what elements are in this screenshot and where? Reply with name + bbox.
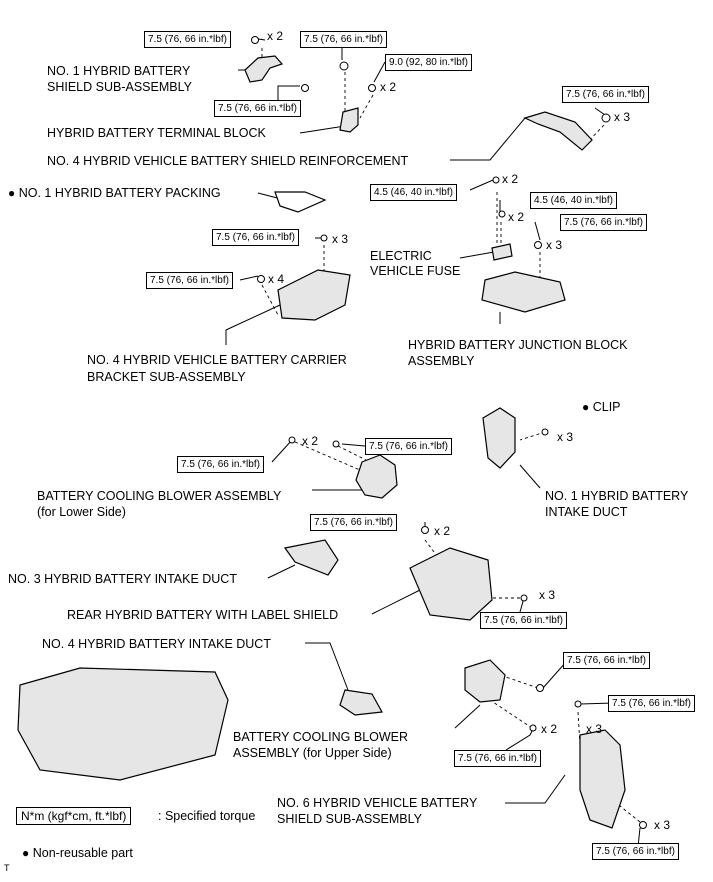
label-reinforcement: NO. 4 HYBRID VEHICLE BATTERY SHIELD REIN…: [47, 154, 409, 168]
reinforcement-part: [523, 111, 593, 151]
qty-label: x 2: [267, 29, 284, 43]
label-terminal-block: HYBRID BATTERY TERMINAL BLOCK: [47, 126, 266, 140]
label-shield1-line2: SHIELD SUB-ASSEMBLY: [47, 80, 192, 94]
torque-box: 7.5 (76, 66 in.*lbf): [480, 612, 567, 629]
legend-nonreusable-text: Non-reusable part: [32, 846, 133, 860]
leader-intake-duct1: [519, 464, 541, 489]
leader-carrier-bracket: [225, 304, 281, 345]
torque-box: 7.5 (76, 66 in.*lbf): [608, 695, 695, 712]
leader-intake-duct4: [305, 642, 349, 691]
fuse-part: [491, 243, 513, 261]
qty-label: x 2: [434, 524, 451, 538]
qty-label: x 3: [654, 818, 671, 832]
label-carrier-bracket-line2: BRACKET SUB-ASSEMBLY: [87, 370, 246, 384]
qty-label: x 3: [557, 430, 574, 444]
label-packing: ● NO. 1 HYBRID BATTERY PACKING: [8, 185, 221, 201]
torque-box: 7.5 (76, 66 in.*lbf): [146, 272, 233, 289]
label-junction-block-line1: HYBRID BATTERY JUNCTION BLOCK: [408, 338, 628, 352]
leader-fuse: [459, 251, 495, 259]
qty-label: x 3: [539, 588, 556, 602]
qty-label: x 2: [302, 434, 319, 448]
torque-box: 7.5 (76, 66 in.*lbf): [214, 100, 301, 117]
torque-box: 7.5 (76, 66 in.*lbf): [592, 843, 679, 860]
intake-duct1-part: [482, 407, 516, 469]
torque-box: 7.5 (76, 66 in.*lbf): [310, 514, 397, 531]
packing-part: [274, 191, 327, 213]
torque-box: 7.5 (76, 66 in.*lbf): [560, 214, 647, 231]
shield6-part: [579, 729, 626, 829]
torque-box: 7.5 (76, 66 in.*lbf): [563, 652, 650, 669]
torque-box: 7.5 (76, 66 in.*lbf): [177, 456, 264, 473]
leader-shield6: [505, 774, 566, 804]
label-shield1-line1: NO. 1 HYBRID BATTERY: [47, 64, 191, 78]
intake-duct3-part: [283, 539, 339, 576]
label-intake-duct4: NO. 4 HYBRID BATTERY INTAKE DUCT: [42, 637, 271, 651]
battery-pack-part: [17, 667, 229, 781]
label-shield6-line1: NO. 6 HYBRID VEHICLE BATTERY: [277, 796, 478, 810]
qty-label: x 2: [541, 722, 558, 736]
corner-mark: T: [4, 863, 10, 873]
label-rear-shield: REAR HYBRID BATTERY WITH LABEL SHIELD: [67, 608, 339, 622]
qty-label: x 4: [268, 272, 285, 286]
label-fuse-line1: ELECTRIC: [370, 249, 432, 263]
qty-label: x 3: [614, 110, 631, 124]
label-junction-block-line2: ASSEMBLY: [408, 354, 475, 368]
leader-terminal-block: [299, 125, 346, 134]
carrier-bracket-part: [277, 269, 351, 321]
legend-bullet: ●: [22, 846, 30, 860]
qty-label: x 3: [586, 722, 603, 736]
label-blower-lower-line1: BATTERY COOLING BLOWER ASSEMBLY: [37, 489, 282, 503]
label-intake-duct3: NO. 3 HYBRID BATTERY INTAKE DUCT: [8, 572, 237, 586]
clip-bullet: ●: [582, 400, 590, 414]
qty-label: x 3: [546, 238, 563, 252]
rear-shield-part: [409, 547, 493, 621]
qty-label: x 2: [380, 80, 397, 94]
label-shield6-line2: SHIELD SUB-ASSEMBLY: [277, 812, 422, 826]
label-clip: ● CLIP: [582, 399, 621, 415]
nonreusable-bullet: ●: [8, 186, 16, 200]
intake-duct4-part: [339, 689, 383, 716]
label-intake-duct1-line1: NO. 1 HYBRID BATTERY: [545, 489, 689, 503]
terminal-block-part: [339, 107, 359, 133]
legend-unit-desc: : Specified torque: [158, 809, 256, 823]
qty-label: x 2: [508, 210, 525, 224]
leader-reinforcement: [450, 117, 526, 161]
blower-lower-part: [355, 454, 398, 499]
torque-box: 7.5 (76, 66 in.*lbf): [144, 31, 231, 48]
torque-box: 4.5 (46, 40 in.*lbf): [530, 192, 617, 209]
shield1-part: [244, 55, 284, 83]
torque-box: 7.5 (76, 66 in.*lbf): [562, 86, 649, 103]
torque-box: 7.5 (76, 66 in.*lbf): [212, 229, 299, 246]
label-carrier-bracket-line1: NO. 4 HYBRID VEHICLE BATTERY CARRIER: [87, 353, 347, 367]
label-intake-duct1-line2: INTAKE DUCT: [545, 505, 628, 519]
label-blower-upper-line2: ASSEMBLY (for Upper Side): [233, 746, 392, 760]
leader-intake-duct3: [267, 564, 296, 579]
leader-rear-shield: [371, 589, 421, 615]
legend-nonreusable: ● Non-reusable part: [22, 845, 133, 861]
qty-label: x 3: [332, 232, 349, 246]
torque-box: 9.0 (92, 80 in.*lbf): [385, 54, 472, 71]
label-blower-upper-line1: BATTERY COOLING BLOWER: [233, 730, 409, 744]
blower-upper-part: [464, 659, 506, 703]
torque-box: 7.5 (76, 66 in.*lbf): [454, 750, 541, 767]
label-blower-lower-line2: (for Lower Side): [37, 505, 126, 519]
leader-blower-upper: [454, 704, 481, 729]
qty-label: x 2: [502, 172, 519, 186]
clip-text: CLIP: [592, 400, 621, 414]
junction-block-part: [481, 271, 566, 313]
torque-box: 4.5 (46, 40 in.*lbf): [370, 184, 457, 201]
torque-box: 7.5 (76, 66 in.*lbf): [300, 31, 387, 48]
legend-unit-box: N*m (kgf*cm, ft.*lbf): [16, 807, 132, 825]
label-fuse-line2: VEHICLE FUSE: [370, 264, 461, 278]
packing-text: NO. 1 HYBRID BATTERY PACKING: [18, 186, 221, 200]
torque-box: 7.5 (76, 66 in.*lbf): [365, 438, 452, 455]
